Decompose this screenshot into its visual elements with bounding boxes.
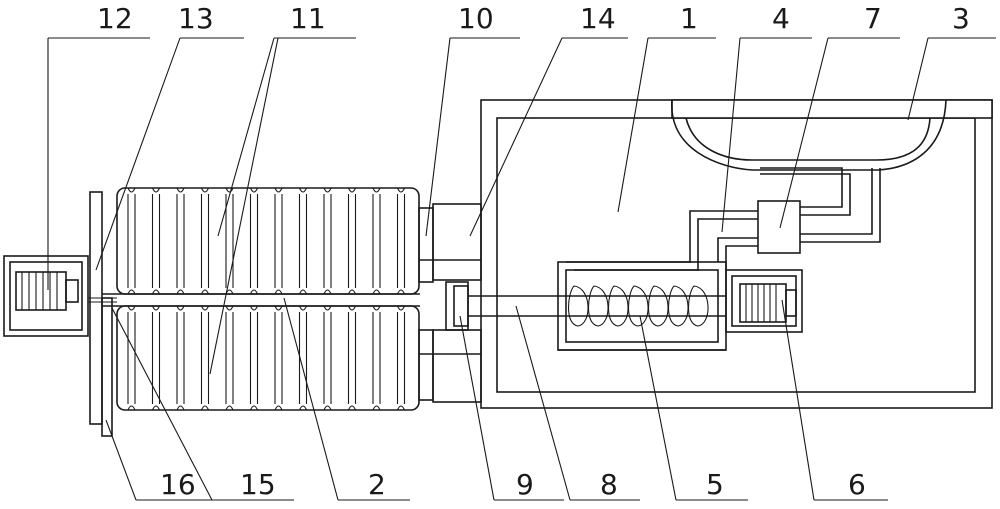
roller-groove <box>151 405 161 411</box>
label-5: 5 <box>706 468 724 501</box>
roller-groove <box>323 187 332 193</box>
left-motor-12 <box>3 255 89 337</box>
roller-groove <box>347 405 357 411</box>
roller-groove <box>396 305 406 311</box>
connectors <box>418 203 482 403</box>
leader-lines-top <box>47 37 996 375</box>
roller-groove <box>176 405 185 411</box>
roller-groove <box>372 187 381 193</box>
roller-groove <box>323 405 332 411</box>
roller-groove <box>298 187 308 193</box>
roller-groove <box>298 405 308 411</box>
roller-groove <box>396 289 406 295</box>
label-13: 13 <box>178 2 214 35</box>
roller-groove <box>323 289 332 295</box>
label-15: 15 <box>240 468 276 501</box>
roller-groove <box>274 187 283 193</box>
auger-flight <box>607 285 629 327</box>
roller-groove <box>151 187 161 193</box>
roller-groove <box>200 405 210 411</box>
roller-groove <box>274 405 283 411</box>
roller-groove <box>249 289 259 295</box>
roller-groove <box>200 187 210 193</box>
roller-groove <box>225 187 234 193</box>
part-labels: 12 13 11 10 14 1 4 7 3 16 15 2 9 8 5 6 <box>97 2 970 501</box>
roller-groove <box>151 289 161 295</box>
label-8: 8 <box>600 468 618 501</box>
roller-groove <box>249 187 259 193</box>
roller-groove <box>127 405 136 411</box>
auger-flight <box>647 285 669 327</box>
auger-flight <box>627 285 649 327</box>
roller-groove <box>372 305 381 311</box>
roller-groove <box>323 305 332 311</box>
center-shaft <box>88 293 420 307</box>
roller-groove <box>274 305 283 311</box>
label-12: 12 <box>97 2 133 35</box>
label-11: 11 <box>290 2 326 35</box>
roller-groove <box>151 305 161 311</box>
roller-groove <box>298 289 308 295</box>
auger-flight <box>587 285 609 327</box>
label-10: 10 <box>458 2 494 35</box>
pump-7 <box>757 200 801 254</box>
roller-groove <box>200 305 210 311</box>
label-9: 9 <box>516 468 534 501</box>
label-4: 4 <box>772 2 790 35</box>
roller-groove <box>176 187 185 193</box>
roller-groove <box>274 289 283 295</box>
auger-flight <box>667 285 689 327</box>
leader-lines-bottom <box>105 297 888 501</box>
side-plates <box>89 191 113 437</box>
label-1: 1 <box>680 2 698 35</box>
roller-groove <box>249 305 259 311</box>
roller-groove <box>396 405 406 411</box>
housing-1 <box>480 99 993 409</box>
roller-groove <box>372 289 381 295</box>
roller-groove <box>347 289 357 295</box>
roller-groove <box>225 305 234 311</box>
label-16: 16 <box>160 468 196 501</box>
roller-groove <box>347 305 357 311</box>
label-7: 7 <box>864 2 882 35</box>
label-14: 14 <box>580 2 616 35</box>
roller-groove <box>127 187 136 193</box>
screw-conveyor-5 <box>468 261 803 351</box>
label-3: 3 <box>952 2 970 35</box>
roller-groove <box>249 405 259 411</box>
roller-groove <box>225 405 234 411</box>
label-2: 2 <box>368 468 386 501</box>
motor-6 <box>739 283 797 323</box>
roller-groove <box>176 289 185 295</box>
auger-flight <box>687 285 709 327</box>
roller-groove <box>347 187 357 193</box>
label-6: 6 <box>848 468 866 501</box>
roller-groove <box>200 289 210 295</box>
roller-groove <box>396 187 406 193</box>
rollers-11 <box>116 187 420 411</box>
roller-groove <box>372 405 381 411</box>
roller-groove <box>176 305 185 311</box>
hopper-3 <box>671 99 993 171</box>
roller-groove <box>127 289 136 295</box>
roller-groove <box>127 305 136 311</box>
roller-groove <box>298 305 308 311</box>
auger-flight <box>567 285 589 327</box>
